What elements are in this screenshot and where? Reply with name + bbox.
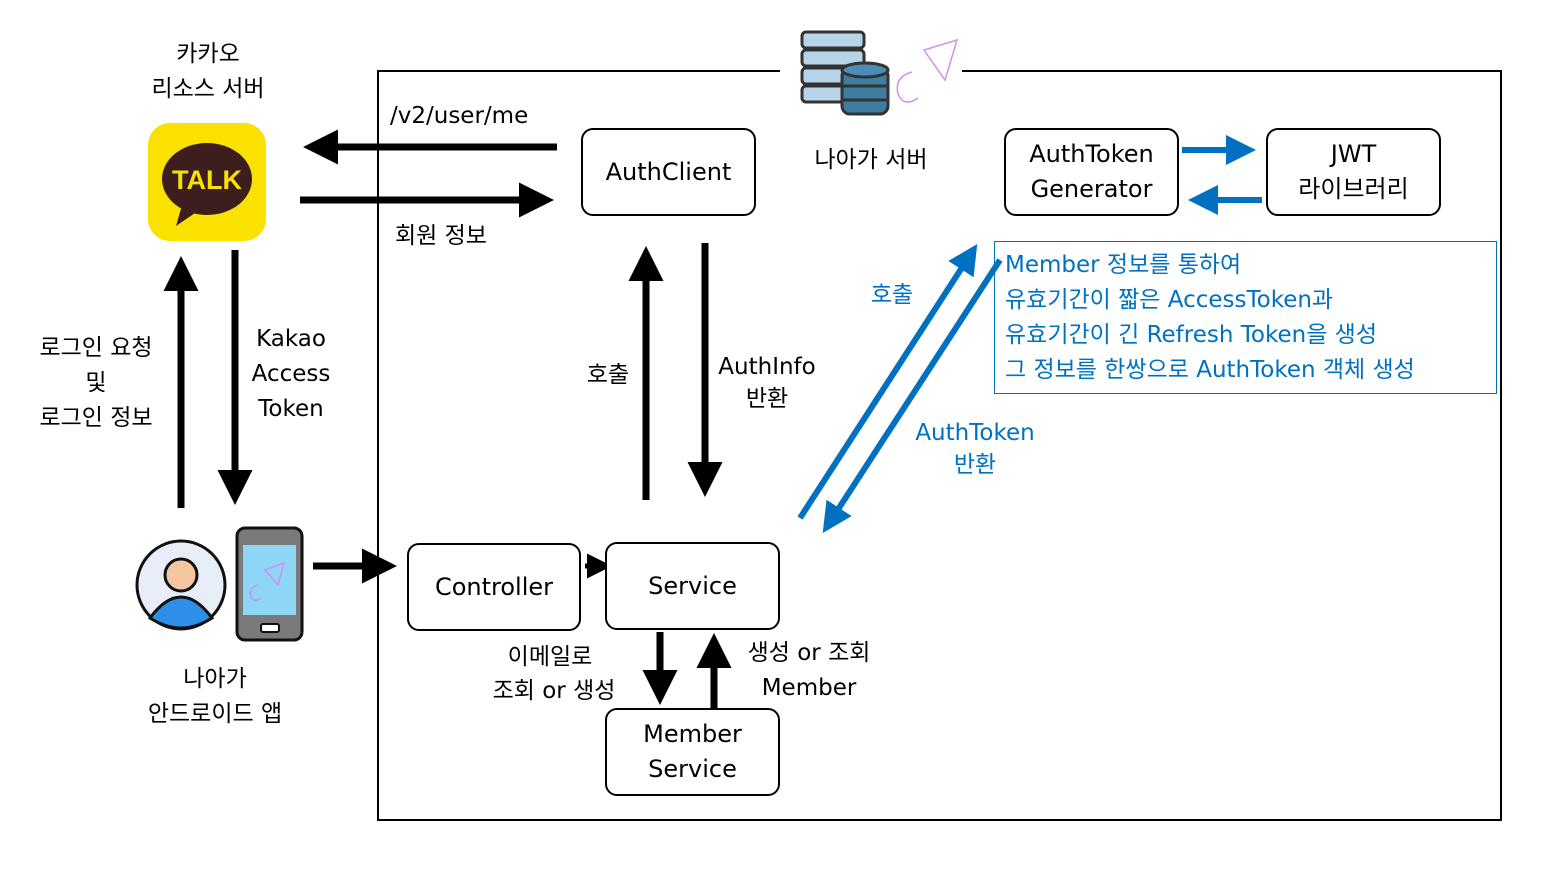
controller-label: Controller: [434, 572, 554, 601]
login-request-label-1: 로그인 요청: [39, 335, 153, 361]
login-request-label-2: 및: [85, 370, 107, 396]
login-request-label-3: 로그인 정보: [39, 405, 153, 431]
authclient-label: AuthClient: [605, 157, 732, 186]
kakao-server-label-2: 리소스 서버: [151, 76, 265, 102]
edge-label-v2-user-me: /v2/user/me: [390, 103, 529, 129]
generator-label-2: Generator: [1030, 175, 1153, 203]
generator-label-1: AuthToken: [1029, 140, 1154, 168]
svg-text:TALK: TALK: [172, 165, 242, 195]
nayaga-server-label: 나아가 서버: [814, 147, 928, 173]
authinfo-return-label-1: AuthInfo: [718, 354, 816, 380]
app-label-2: 안드로이드 앱: [147, 701, 283, 727]
kakao-token-label-1: Kakao: [256, 326, 326, 352]
authclient-box: AuthClient: [581, 128, 756, 216]
member-service-label-1: Member: [643, 720, 742, 748]
edge-label-call-blue: 호출: [870, 282, 914, 308]
email-lookup-label-2: 조회 or 생성: [492, 678, 616, 704]
authtoken-return-label-1: AuthToken: [915, 420, 1035, 446]
server-frame: [377, 70, 1502, 821]
kakao-token-label-3: Token: [258, 396, 324, 422]
member-service-label-2: Service: [648, 755, 737, 783]
smartphone-icon: [235, 526, 304, 642]
email-lookup-label-1: 이메일로: [507, 644, 593, 670]
authtoken-note: Member 정보를 통하여 유효기간이 짧은 AccessToken과 유효기…: [994, 241, 1497, 394]
note-line: 유효기간이 긴 Refresh Token을 생성: [1005, 322, 1377, 348]
jwt-label-1: JWT: [1330, 140, 1377, 168]
kakao-token-label-2: Access: [251, 361, 331, 387]
arrow-service-to-generator: [797, 243, 978, 520]
edge-label-member-info: 회원 정보: [395, 223, 487, 249]
kakaotalk-icon: TALK: [148, 123, 266, 241]
controller-box: Controller: [407, 543, 581, 631]
logo-watermark-icon: [896, 38, 959, 103]
jwt-library-box: JWT 라이브러리: [1266, 128, 1441, 216]
server-database-icon: [800, 30, 890, 116]
note-line: 유효기간이 짧은 AccessToken과: [1005, 287, 1334, 313]
edge-label-call: 호출: [586, 362, 630, 388]
note-line: 그 정보를 한쌍으로 AuthToken 객체 생성: [1005, 357, 1415, 383]
service-box: Service: [605, 542, 780, 630]
service-label: Service: [648, 571, 737, 600]
kakao-server-label-1: 카카오: [176, 41, 240, 67]
arrow-generator-to-service: [822, 258, 1003, 534]
authinfo-return-label-2: 반환: [745, 386, 789, 412]
create-lookup-label-1: 생성 or 조회: [747, 640, 871, 666]
jwt-label-2: 라이브러리: [1298, 175, 1409, 203]
app-label-1: 나아가: [183, 666, 247, 692]
create-lookup-label-2: Member: [761, 675, 857, 701]
authtoken-return-label-2: 반환: [953, 452, 997, 478]
note-line: Member 정보를 통하여: [1005, 252, 1242, 278]
user-avatar-icon: [135, 539, 227, 631]
